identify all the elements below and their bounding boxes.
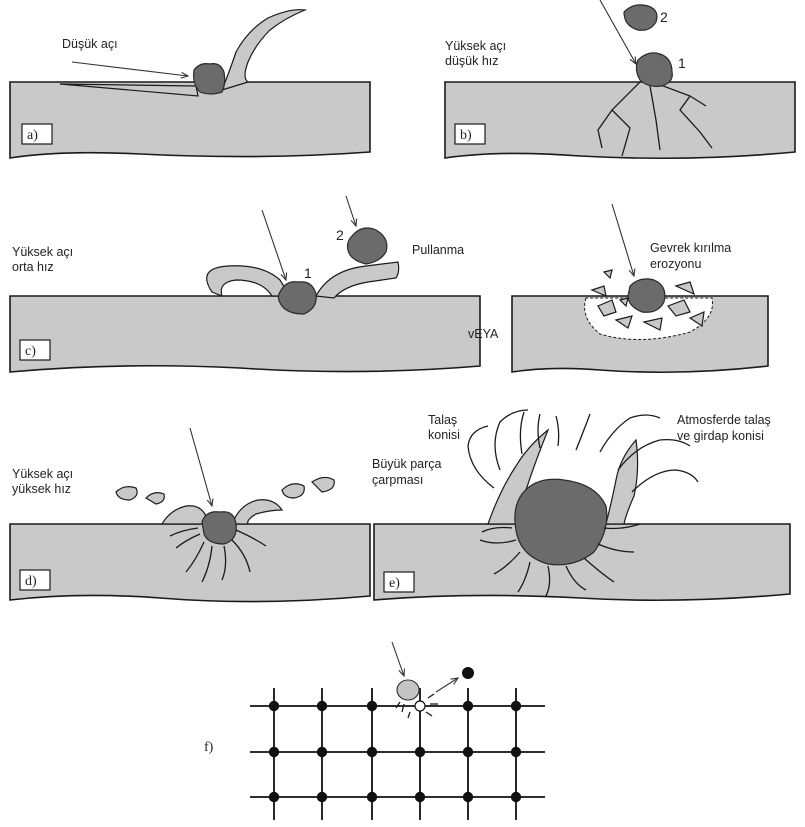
panel-f-ejected-atom	[462, 667, 474, 679]
panel-c-surface	[10, 296, 480, 372]
panel-d-tag: d)	[25, 574, 37, 589]
panel-b-particle-1	[636, 53, 672, 87]
panel-c-num-1: 1	[304, 265, 312, 281]
panel-c-alt-label-line1: Gevrek kırılma	[650, 241, 731, 255]
panel-b-particle-2	[624, 5, 657, 30]
panel-e-label1-line1: Talaş	[428, 413, 457, 427]
panel-f: f)	[204, 642, 545, 820]
panel-d-arrow	[190, 428, 212, 506]
panel-d-label-line2: yüksek hız	[12, 482, 71, 496]
panel-a-particle	[194, 64, 225, 94]
panel-b: 2 1 Yüksek açı düşük hız b)	[445, 0, 795, 158]
panel-c-alt-arrow	[612, 204, 634, 276]
panel-e-label2-line1: Büyük parça	[372, 457, 442, 471]
panel-c-right-label: Pullanma	[412, 243, 464, 257]
panel-e: Talaş konisi Büyük parça çarpması Atmosf…	[372, 410, 790, 600]
panel-c-arrow-1	[262, 210, 286, 280]
panel-d-label-line1: Yüksek açı	[12, 467, 73, 481]
or-label: vEYA	[468, 327, 499, 341]
panel-c-alt: Gevrek kırılma erozyonu vEYA	[468, 204, 768, 372]
panel-b-tag: b)	[460, 128, 472, 143]
panel-f-arrow-out	[436, 678, 458, 692]
panel-b-label-line2: düşük hız	[445, 54, 499, 68]
panel-e-flow-lines	[468, 410, 698, 492]
panel-c-arrow-2	[346, 196, 356, 226]
panel-c-lip-left	[207, 266, 290, 296]
panel-d-surface	[10, 524, 370, 602]
panel-b-surface	[445, 82, 795, 158]
panel-e-label3-line2: ve girdap konisi	[677, 429, 764, 443]
panel-c-label-line2: orta hız	[12, 260, 54, 274]
panel-c-lip-right	[316, 262, 399, 298]
panel-c-particle-2	[348, 228, 387, 264]
panel-a-arrow	[72, 62, 188, 76]
panel-e-cone-right	[606, 440, 638, 524]
panel-c-tag: c)	[25, 344, 36, 359]
panel-d-droplet-1	[116, 487, 137, 500]
panel-d-splash-right	[232, 500, 282, 524]
panel-d-particle	[202, 512, 236, 544]
panel-d-droplet-3	[282, 484, 304, 498]
panel-c-alt-particle	[628, 279, 665, 312]
panel-c-label-line1: Yüksek açı	[12, 245, 73, 259]
panel-b-label-line1: Yüksek açı	[445, 39, 506, 53]
panel-f-tag: f)	[204, 740, 214, 755]
panel-a-chip	[222, 10, 305, 90]
panel-f-impact-particle	[397, 680, 419, 700]
panel-d-droplet-4	[312, 477, 334, 492]
panel-d-splash-left	[162, 506, 206, 524]
panel-e-label1-line2: konisi	[428, 428, 460, 442]
panel-e-particle	[515, 479, 607, 565]
panel-f-arrow-in	[392, 642, 404, 676]
panel-c-alt-label-line2: erozyonu	[650, 257, 701, 271]
panel-b-num-2: 2	[660, 9, 668, 25]
panel-b-num-1: 1	[678, 55, 686, 71]
panel-d-droplet-2	[146, 493, 164, 504]
panel-f-lattice-lines	[250, 688, 545, 820]
panel-e-label3-line1: Atmosferde talaş	[677, 413, 771, 427]
panel-a: Düşük açı a)	[10, 10, 370, 158]
panel-a-tag: a)	[27, 128, 38, 143]
panel-c-num-2: 2	[336, 227, 344, 243]
panel-e-tag: e)	[389, 576, 400, 591]
panel-d: Yüksek açı yüksek hız d)	[10, 428, 370, 602]
panel-e-label2-line2: çarpması	[372, 473, 423, 487]
panel-a-label: Düşük açı	[62, 37, 118, 51]
panel-c: 1 2 Pullanma Yüksek açı orta hız c)	[10, 196, 480, 372]
